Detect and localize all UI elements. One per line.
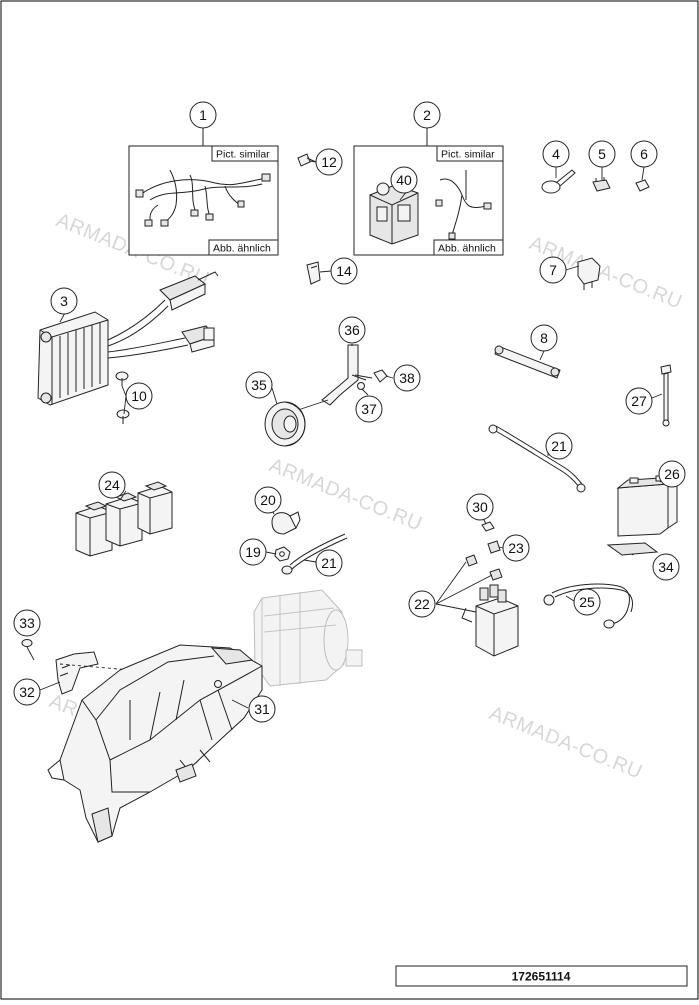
screws-10 <box>115 371 130 424</box>
callout-4: 4 <box>542 140 570 168</box>
callout-35: 35 <box>245 371 273 399</box>
callout-23: 23 <box>502 534 530 562</box>
wiring-harness-drawing <box>135 169 271 227</box>
svg-text:35: 35 <box>251 377 267 393</box>
callout-1: 1 <box>189 101 217 129</box>
clip-6 <box>635 179 650 192</box>
callout-7: 7 <box>539 256 567 284</box>
callout-3: 3 <box>50 287 78 315</box>
callout-32: 32 <box>13 678 41 706</box>
svg-text:34: 34 <box>658 559 674 575</box>
fuse-puller-27 <box>660 364 672 427</box>
svg-text:6: 6 <box>640 146 648 162</box>
svg-text:19: 19 <box>245 544 261 560</box>
svg-text:5: 5 <box>598 146 606 162</box>
svg-text:36: 36 <box>344 322 360 338</box>
starter-relay-assembly <box>461 521 519 657</box>
pad-34 <box>606 542 659 556</box>
part-number-box: 172651114 <box>395 965 688 987</box>
box-top-label: Pict. similar <box>216 149 270 161</box>
battery-cable-25 <box>543 583 634 629</box>
holder-14 <box>306 261 321 285</box>
callout-20: 20 <box>254 486 282 514</box>
callout-22: 22 <box>408 590 436 618</box>
callout-19: 19 <box>239 538 267 566</box>
wiring-harness-box: Pict. similar Abb. ähnlich <box>128 128 279 256</box>
callout-31: 31 <box>248 695 276 723</box>
callout-21-upper: 21 <box>545 432 573 460</box>
svg-text:32: 32 <box>19 684 35 700</box>
callout-2: 2 <box>413 101 441 129</box>
callout-27: 27 <box>625 387 653 415</box>
battery-26 <box>616 475 679 537</box>
cable-tie-4 <box>541 169 576 194</box>
callout-30: 30 <box>466 493 494 521</box>
svg-text:4: 4 <box>552 146 560 162</box>
svg-text:38: 38 <box>399 370 415 386</box>
callout-26: 26 <box>658 460 686 488</box>
callout-10: 10 <box>125 382 153 410</box>
callout-24: 24 <box>98 471 126 499</box>
svg-text:8: 8 <box>540 330 548 346</box>
callout-34: 34 <box>652 553 680 581</box>
box-frame <box>128 145 279 256</box>
part-number: 172651114 <box>512 970 571 984</box>
cap-20 <box>271 511 301 535</box>
svg-text:21: 21 <box>551 438 567 454</box>
callout-33: 33 <box>13 609 41 637</box>
svg-text:1: 1 <box>199 107 207 123</box>
voltage-regulator-3 <box>37 271 219 406</box>
svg-text:40: 40 <box>396 172 412 188</box>
svg-text:27: 27 <box>631 393 647 409</box>
svg-text:7: 7 <box>549 262 557 278</box>
svg-text:10: 10 <box>131 388 147 404</box>
callout-12: 12 <box>315 148 343 176</box>
callout-21-lower: 21 <box>315 549 343 577</box>
callout-8: 8 <box>530 324 558 352</box>
svg-text:24: 24 <box>104 477 120 493</box>
box-bottom-label: Abb. ähnlich <box>213 243 271 255</box>
box-bottom-label: Abb. ähnlich <box>438 243 496 255</box>
svg-text:30: 30 <box>472 499 488 515</box>
svg-text:31: 31 <box>254 701 270 717</box>
svg-text:14: 14 <box>336 263 352 279</box>
strap-8 <box>494 345 561 379</box>
svg-text:23: 23 <box>508 540 524 556</box>
svg-text:26: 26 <box>664 466 680 482</box>
svg-text:20: 20 <box>260 492 276 508</box>
airbox-31 <box>47 644 263 843</box>
callout-37: 37 <box>355 395 383 423</box>
callout-6: 6 <box>630 140 658 168</box>
relay-harness-drawing <box>369 170 492 245</box>
relay-holder-7 <box>577 257 601 290</box>
svg-text:3: 3 <box>60 293 68 309</box>
starter-motor <box>253 589 363 687</box>
svg-text:37: 37 <box>361 401 377 417</box>
terminal-12 <box>297 153 317 167</box>
box-top-label: Pict. similar <box>441 149 495 161</box>
horn-assembly <box>264 344 388 447</box>
watermark: ARMADA-CO.RU <box>486 702 645 783</box>
svg-text:12: 12 <box>321 154 337 170</box>
svg-text:22: 22 <box>414 596 430 612</box>
callout-5: 5 <box>588 140 616 168</box>
svg-text:21: 21 <box>321 555 337 571</box>
callout-14: 14 <box>330 257 358 285</box>
callout-25: 25 <box>573 588 601 616</box>
cable-21-upper <box>488 424 586 493</box>
nut-19 <box>274 546 291 562</box>
cable-21-lower <box>281 533 348 575</box>
clip-5 <box>592 177 611 192</box>
callout-36: 36 <box>338 316 366 344</box>
callout-38: 38 <box>393 364 421 392</box>
relays-24 <box>75 481 173 557</box>
svg-text:33: 33 <box>19 615 35 631</box>
svg-text:25: 25 <box>579 594 595 610</box>
relay-harness-box: Pict. similar Abb. ähnlich <box>353 128 504 256</box>
svg-text:2: 2 <box>423 107 431 123</box>
callout-40: 40 <box>390 166 418 194</box>
